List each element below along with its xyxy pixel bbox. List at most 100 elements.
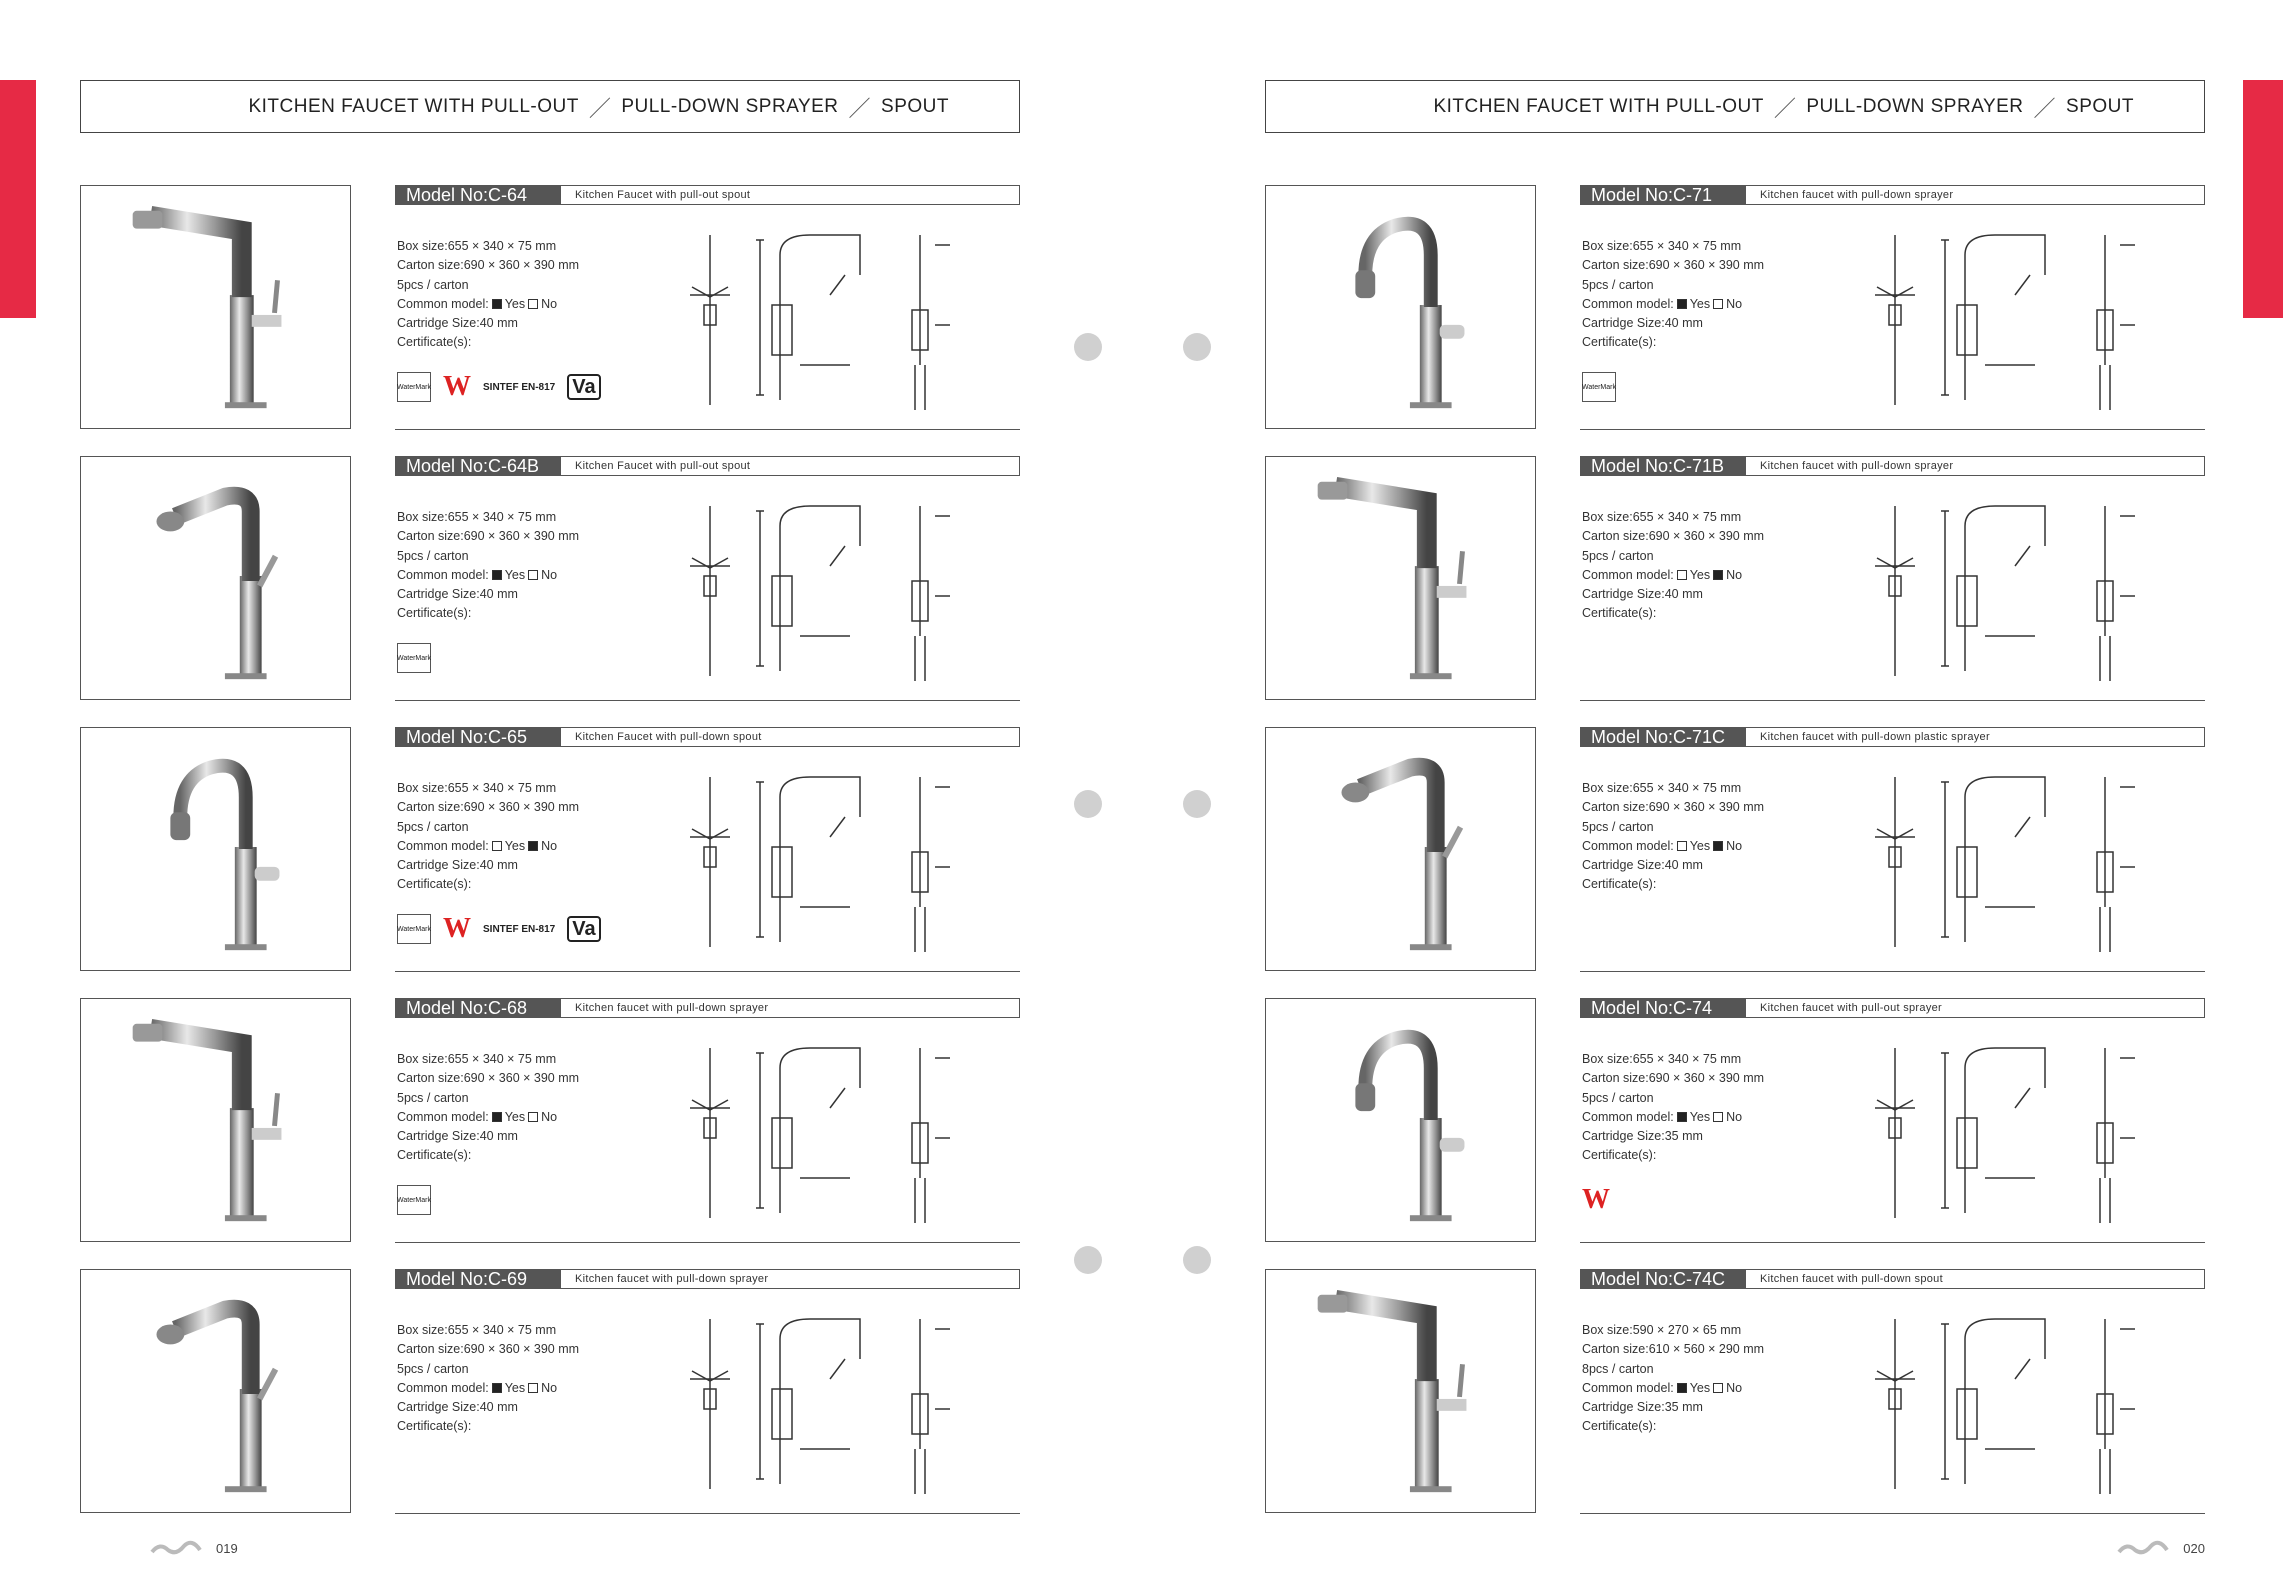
common-no-checkbox (1713, 1382, 1724, 1393)
faucet-illustration (1317, 476, 1467, 680)
pieces-per-carton: 5pcs / carton (1582, 819, 1654, 834)
technical-drawing (1875, 234, 2135, 410)
spec-line: 5pcs / carton (397, 547, 657, 566)
product-photo[interactable] (1265, 998, 1536, 1242)
product-photo[interactable] (80, 1269, 351, 1513)
spec-label: Box size: (1582, 1323, 1633, 1337)
cartridge-size-value: 40 mm (479, 316, 518, 331)
dimension-drawing (1865, 757, 2185, 957)
product-photo[interactable] (1265, 1269, 1536, 1513)
cartridge-size-value: 40 mm (479, 1129, 518, 1144)
faucet-illustration (156, 1299, 279, 1493)
product-photo[interactable] (80, 456, 351, 700)
page-footer: 019 (150, 1540, 238, 1556)
carton-size-value: 690 × 360 × 390 mm (463, 258, 580, 273)
pieces-per-carton: 5pcs / carton (397, 1361, 469, 1376)
binding-dot (1074, 790, 1102, 818)
spec-line: Certificate(s): (1582, 875, 1842, 894)
yes-label: Yes (504, 296, 526, 311)
model-number: Model No:C-65 (396, 727, 561, 747)
pieces-per-carton: 5pcs / carton (397, 819, 469, 834)
header-part: SPOUT (881, 95, 949, 117)
no-label: No (1726, 838, 1743, 853)
row-divider (395, 429, 1020, 430)
row-divider (395, 1513, 1020, 1514)
product-photo[interactable] (1265, 456, 1536, 700)
pieces-per-carton: 8pcs / carton (1582, 1361, 1654, 1376)
spec-line: Box size:655 × 340 × 75 mm (397, 1050, 657, 1069)
common-yes-checkbox (491, 840, 502, 851)
carton-size-value: 690 × 360 × 390 mm (463, 529, 580, 544)
model-description: Kitchen faucet with pull-down sprayer (575, 1002, 769, 1014)
product-photo[interactable] (80, 727, 351, 971)
pieces-per-carton: 5pcs / carton (397, 548, 469, 563)
brand-logo-icon (2117, 1540, 2169, 1555)
spec-line: Box size:655 × 340 × 75 mm (1582, 779, 1842, 798)
model-description: Kitchen faucet with pull-down plastic sp… (1760, 731, 1990, 743)
dimension-drawing (680, 486, 1000, 686)
spec-line: 5pcs / carton (1582, 818, 1842, 837)
spec-label: Box size: (1582, 510, 1633, 524)
watermark-cert-icon: WaterMark (397, 1185, 431, 1215)
model-number: Model No:C-64 (396, 185, 561, 205)
yes-label: Yes (504, 838, 526, 853)
carton-size-value: 690 × 360 × 390 mm (1648, 800, 1765, 815)
spec-line: 5pcs / carton (1582, 547, 1842, 566)
spec-label: Carton size: (1582, 1071, 1649, 1086)
product-photo[interactable] (1265, 185, 1536, 429)
cartridge-size-value: 40 mm (479, 858, 518, 873)
spec-line: Cartridge Size:40 mm (1582, 856, 1842, 875)
watermark-cert-icon: WaterMark (1582, 372, 1616, 402)
watermark-cert-icon: WaterMark (397, 643, 431, 673)
spec-line: Cartridge Size:35 mm (1582, 1127, 1842, 1146)
spec-label: Cartridge Size: (1582, 1129, 1665, 1144)
spec-label: Certificate(s): (397, 1148, 472, 1163)
spec-line: Cartridge Size:40 mm (397, 1127, 657, 1146)
common-no-checkbox (528, 569, 539, 580)
header-part: KITCHEN FAUCET WITH PULL-OUT (248, 95, 579, 117)
product-photo[interactable] (1265, 727, 1536, 971)
header-part: KITCHEN FAUCET WITH PULL-OUT (1433, 95, 1764, 117)
product-photo[interactable] (80, 998, 351, 1242)
wels-cert-icon: W (1582, 1184, 1610, 1215)
spec-label: Cartridge Size: (1582, 316, 1665, 331)
row-divider (395, 1242, 1020, 1243)
yes-label: Yes (504, 1109, 526, 1124)
spec-line: 5pcs / carton (397, 1360, 657, 1379)
spec-label: Carton size: (1582, 1342, 1649, 1357)
dimension-drawing (1865, 215, 2185, 415)
certificate-icons: WaterMark (1582, 371, 1616, 403)
model-description: Kitchen faucet with pull-down sprayer (1760, 460, 1954, 472)
header-separator: ／ (588, 95, 612, 121)
carton-size-value: 690 × 360 × 390 mm (1648, 529, 1765, 544)
box-size-value: 655 × 340 × 75 mm (447, 1323, 557, 1337)
common-yes-checkbox (491, 298, 502, 309)
spec-label: Cartridge Size: (397, 316, 480, 331)
pieces-per-carton: 5pcs / carton (397, 1090, 469, 1105)
common-no-checkbox (1713, 298, 1724, 309)
spec-line: Box size:655 × 340 × 75 mm (397, 1321, 657, 1340)
spec-label: Certificate(s): (1582, 606, 1657, 621)
header-part: PULL-DOWN SPRAYER (621, 95, 839, 117)
faucet-illustration (1341, 757, 1464, 951)
spec-label: Certificate(s): (397, 606, 472, 621)
certificate-icons: W (1582, 1184, 1610, 1216)
product-photo[interactable] (80, 185, 351, 429)
certificate-icons: WaterMark (397, 642, 431, 674)
spec-label: Cartridge Size: (1582, 587, 1665, 602)
common-yes-checkbox (1676, 569, 1687, 580)
spec-label: Carton size: (397, 1071, 464, 1086)
spec-label: Cartridge Size: (397, 1400, 480, 1415)
model-number: Model No:C-64B (396, 456, 561, 476)
carton-size-value: 690 × 360 × 390 mm (463, 1071, 580, 1086)
common-no-checkbox (528, 1111, 539, 1122)
row-divider (1580, 429, 2205, 430)
